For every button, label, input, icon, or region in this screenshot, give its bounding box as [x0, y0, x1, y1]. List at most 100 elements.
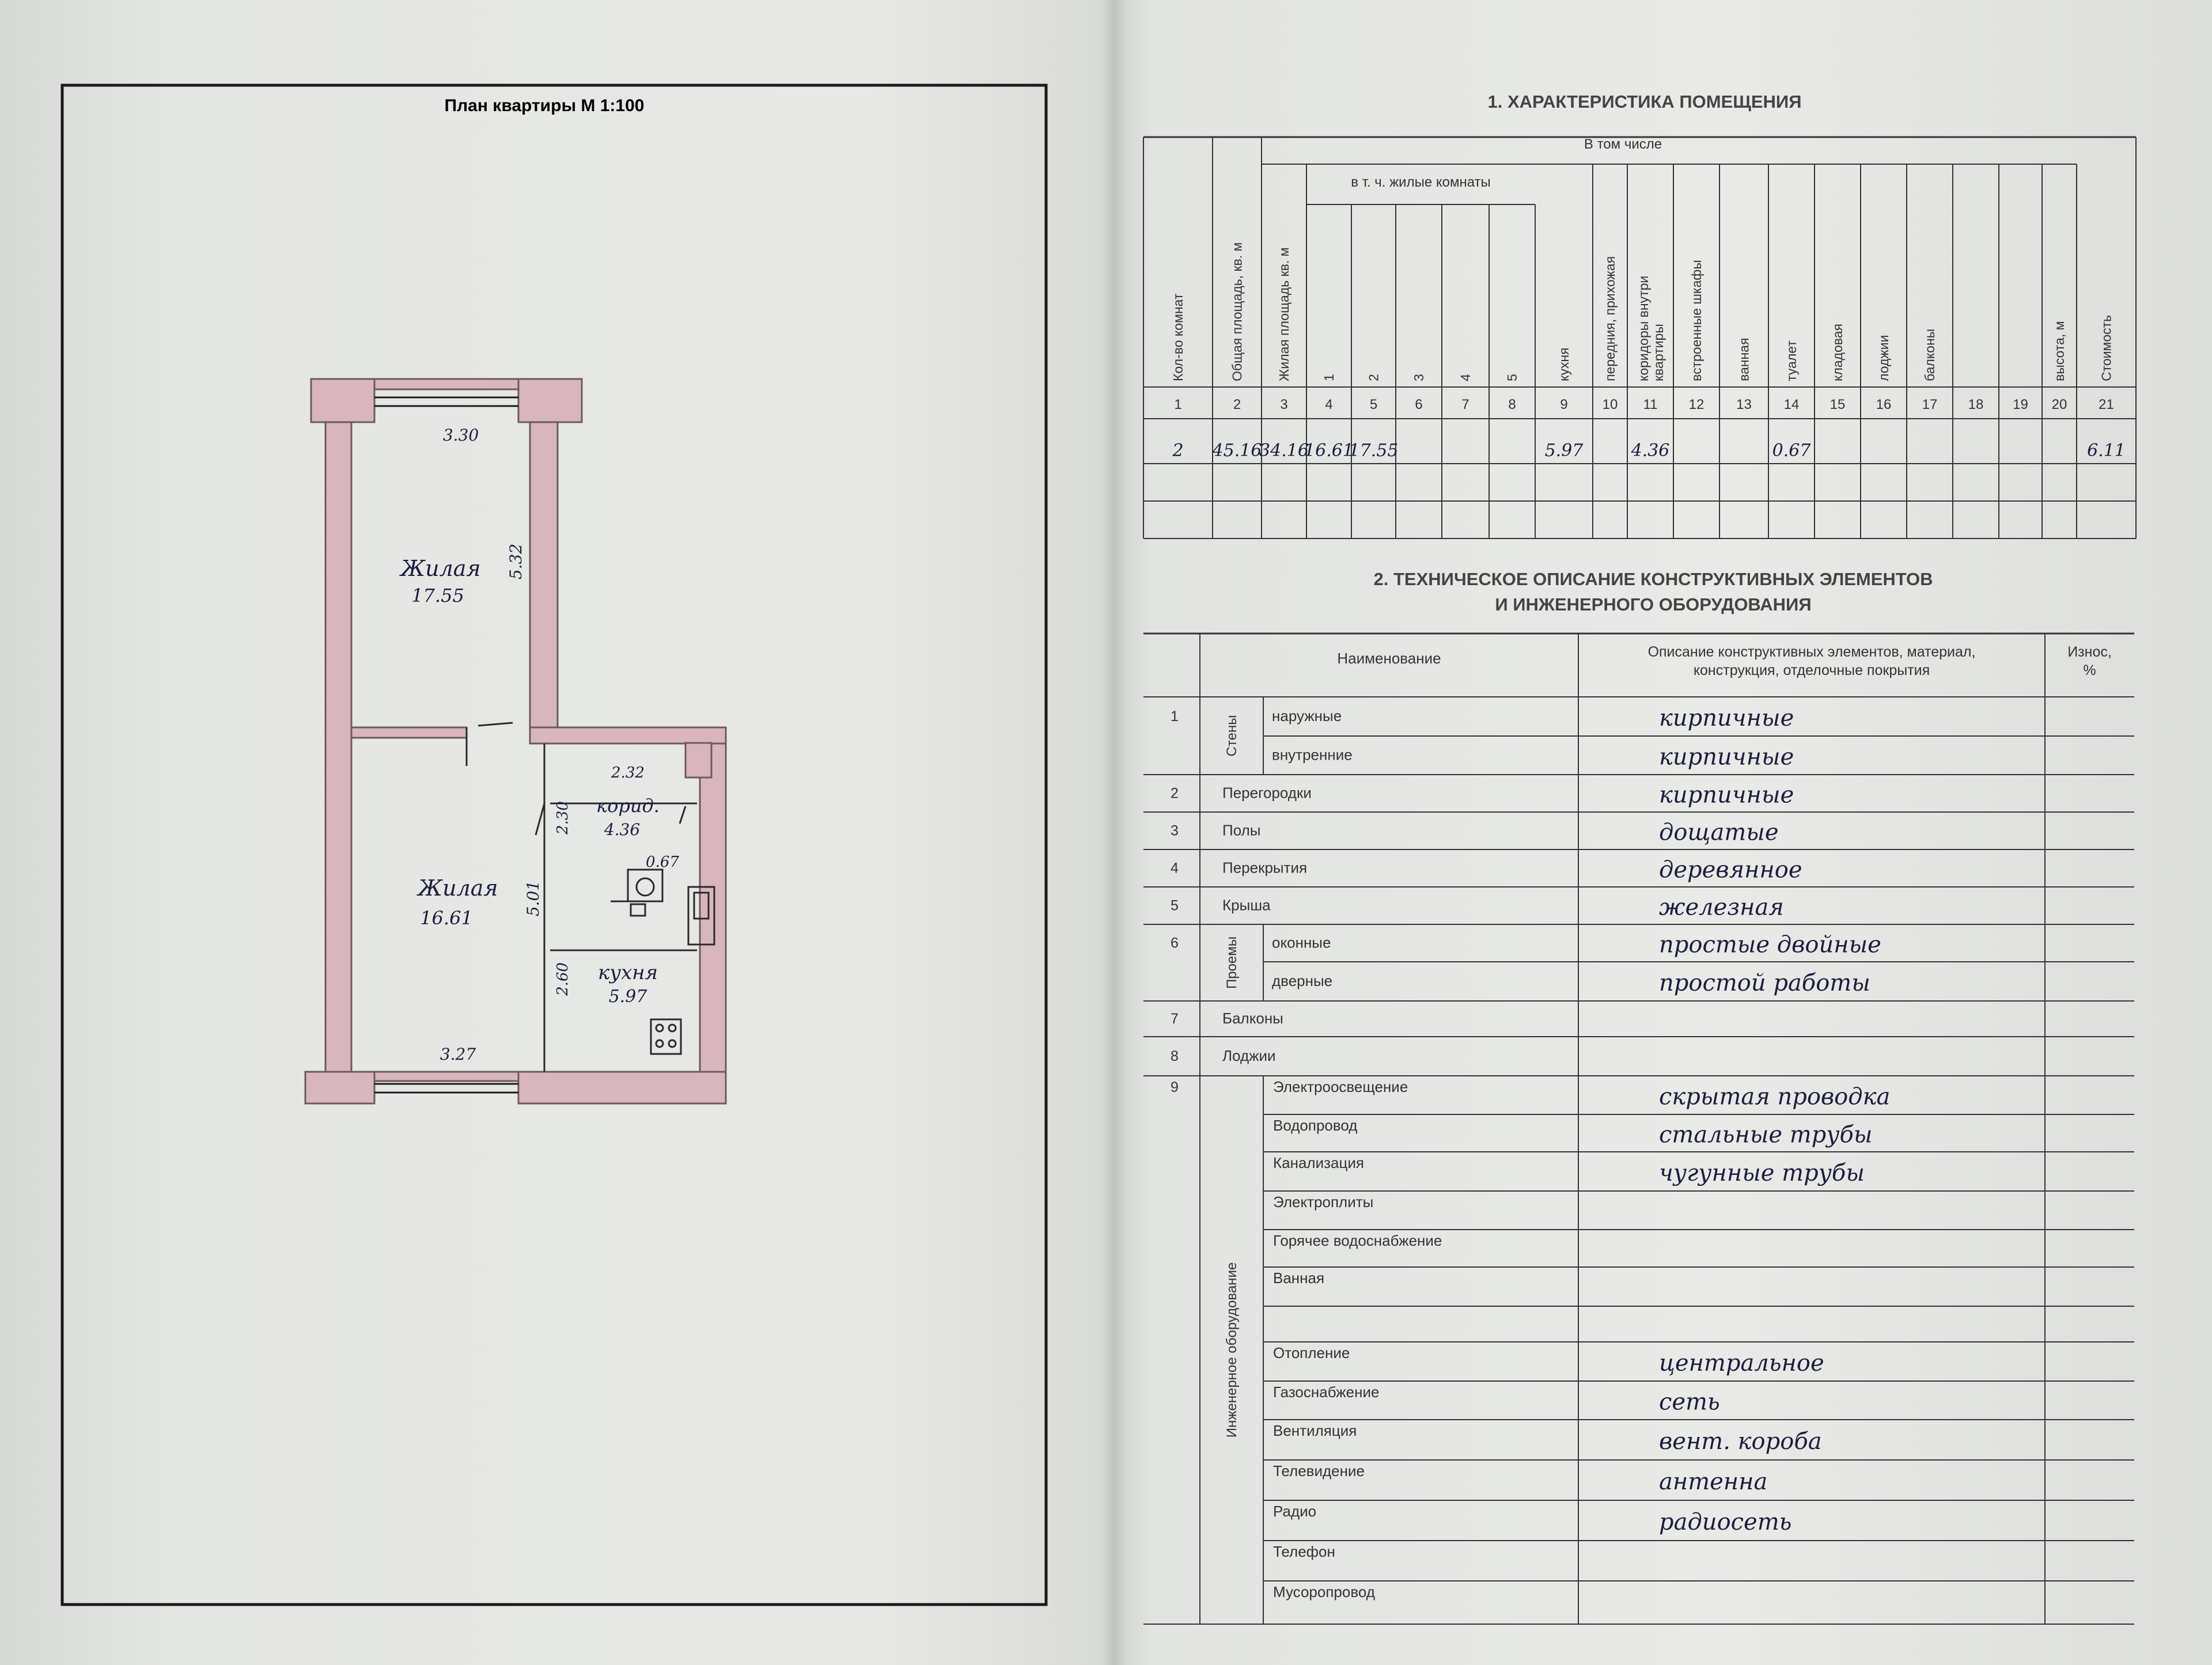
row-description: простые двойные [1659, 932, 1881, 958]
col-number-15: 15 [1830, 397, 1846, 412]
col-header-13: ванная [1737, 338, 1752, 381]
description-page: 1. ХАРАКТЕРИСТИКА ПОМЕЩЕНИЯ В том числев… [1143, 92, 2137, 1625]
col-number-2: 2 [1233, 397, 1241, 412]
wall-top-mid [373, 378, 520, 390]
col-value-14: 0.67 [1772, 441, 1812, 461]
col-value-2: 45.16 [1212, 441, 1262, 461]
fixtures [611, 868, 715, 1055]
dim-bottom-width: 3.27 [440, 1045, 476, 1064]
plan-labels: Жилая 17.55 Жилая 16.61 корид. 4.36 кухн… [399, 426, 679, 1064]
row-description: чугунные трубы [1659, 1160, 1865, 1186]
row-description: скрытая проводка [1659, 1084, 1890, 1110]
row-description: кирпичные [1659, 782, 1794, 809]
row-number: 3 [1171, 823, 1179, 839]
dim-corridor-height: 2.30 [554, 801, 571, 835]
row-name: Телевидение [1273, 1462, 1365, 1480]
room-label-kitchen: кухня [598, 961, 658, 984]
row-description: кирпичные [1659, 705, 1794, 731]
col-header-16: лоджии [1876, 335, 1891, 381]
toilet-bowl-icon [635, 877, 655, 897]
row-name: Газоснабжение [1273, 1383, 1380, 1401]
room-label-living-1: Жилая [399, 556, 480, 581]
row-name: Радио [1273, 1503, 1316, 1520]
row-number: 5 [1171, 898, 1179, 914]
col-header-6: 3 [1411, 374, 1426, 381]
col-value-1: 2 [1172, 441, 1183, 461]
row-description: простой работы [1659, 970, 1870, 996]
row-description: кирпичные [1659, 744, 1794, 771]
header-desc-line2: конструкция, отделочные покрытия [1694, 662, 1930, 678]
row-name: Балконы [1222, 1010, 1283, 1027]
col-number-6: 6 [1415, 397, 1422, 412]
wall-mid-upper [529, 421, 559, 729]
wall-top-left [310, 378, 376, 423]
col-number-1: 1 [1174, 397, 1181, 412]
col-header-17: балконы [1922, 329, 1937, 381]
plan-frame [60, 84, 1048, 1606]
col-number-16: 16 [1876, 397, 1892, 412]
col-number-21: 21 [2099, 397, 2114, 412]
row-description: сеть [1659, 1389, 1720, 1416]
row-name: Телефон [1273, 1543, 1335, 1560]
wall-bottom-left [304, 1071, 376, 1105]
col-header-11: коридоры внутриквартиры [1636, 276, 1666, 381]
row-name: Перегородки [1222, 784, 1312, 802]
stove-icon [650, 1018, 682, 1055]
wall-stub [684, 742, 713, 779]
plan-title: План квартиры М 1:100 [445, 96, 645, 115]
dim-top-width: 3.30 [443, 426, 479, 445]
col-number-17: 17 [1922, 397, 1938, 412]
col-value-3: 34.16 [1259, 441, 1309, 461]
row-name: оконные [1272, 934, 1331, 951]
row-description: стальные трубы [1659, 1122, 1872, 1148]
col-value-9: 5.97 [1545, 441, 1584, 461]
group-header: В том числе [1584, 136, 1662, 152]
dim-kitchen-height: 2.60 [554, 962, 571, 996]
col-header-7: 4 [1458, 374, 1473, 381]
row-name: дверные [1272, 972, 1332, 989]
group-label-openings: Проемы [1224, 936, 1240, 989]
col-header-9: кухня [1556, 348, 1571, 381]
room-label-living-2: Жилая [416, 875, 498, 901]
row-name: Электроплиты [1273, 1193, 1373, 1211]
col-value-11: 4.36 [1631, 441, 1670, 461]
col-header-3: Жилая площадь кв. м [1277, 248, 1291, 381]
subgroup-header: в т. ч. жилые комнаты [1351, 175, 1491, 190]
col-header-1: Кол-во комнат [1171, 293, 1185, 381]
col-number-11: 11 [1643, 397, 1658, 412]
col-number-13: 13 [1736, 397, 1752, 412]
row-name: внутренние [1272, 746, 1353, 764]
sink-icon [687, 886, 715, 946]
header-wear-line1: Износ, [2067, 644, 2112, 660]
row-number: 2 [1171, 786, 1179, 802]
row-name: Горячее водоснабжение [1273, 1232, 1442, 1249]
toilet-icon [627, 868, 664, 902]
row-name: Водопровод [1273, 1117, 1357, 1134]
row-description: дощатые [1659, 820, 1779, 846]
wall-bottom-mid [373, 1071, 520, 1082]
row-name: Лоджии [1222, 1047, 1276, 1064]
row-name: Ванная [1273, 1269, 1324, 1287]
row-name: Канализация [1273, 1154, 1364, 1171]
row-number: 4 [1171, 860, 1179, 877]
wall-top-right [517, 378, 583, 423]
col-header-10: передния, прихожая [1603, 256, 1618, 381]
group-label-engineering: Инженерное оборудование [1224, 1262, 1240, 1438]
room-label-corridor: корид. [596, 795, 660, 817]
dim-room1-height: 5.32 [506, 544, 525, 579]
col-number-19: 19 [2013, 397, 2028, 412]
room-area-corridor: 4.36 [604, 820, 640, 839]
col-number-10: 10 [1603, 397, 1618, 412]
room-area-living-1: 17.55 [411, 585, 464, 606]
row-description: радиосеть [1659, 1509, 1791, 1535]
room-area-living-2: 16.61 [420, 907, 473, 929]
interior-lines [465, 722, 697, 1072]
floor-plan-page: План квартиры М 1:100 [60, 84, 1048, 1606]
row-name: Отопление [1273, 1344, 1350, 1361]
walls [304, 378, 727, 1105]
row-description: центральное [1659, 1350, 1824, 1376]
row-description: вент. короба [1659, 1428, 1822, 1455]
row-number: 9 [1171, 1079, 1179, 1095]
